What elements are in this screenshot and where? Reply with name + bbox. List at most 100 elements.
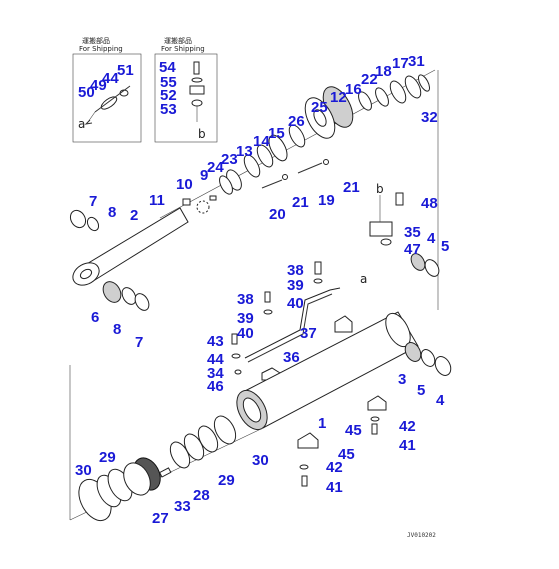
bolt-48-part (395, 192, 404, 206)
washer-21a-part (282, 174, 288, 180)
label-44: 44 (207, 351, 224, 368)
label-26: 26 (288, 113, 305, 130)
bushing-3-part (404, 342, 422, 362)
letter-a-pipe: a (360, 272, 367, 286)
label-9: 9 (200, 167, 208, 184)
label-40-top: 40 (287, 295, 304, 312)
label-3: 3 (398, 371, 406, 388)
label-55: 55 (160, 74, 177, 91)
label-47: 47 (404, 241, 421, 258)
bolt-38a-part (314, 261, 322, 275)
seal-5b-part (420, 349, 436, 367)
label-19: 19 (318, 192, 335, 209)
bolt-shaft (94, 85, 131, 113)
piston-rod (69, 198, 191, 311)
washer-44-part (231, 353, 241, 359)
label-29-right: 29 (218, 472, 235, 489)
letter-b-pipe: b (376, 182, 384, 196)
inset-left-caption-en: For Shipping (79, 45, 123, 53)
bolt-41a-part (371, 423, 378, 435)
head-bore (313, 109, 327, 127)
collar-part (100, 96, 118, 110)
label-1: 1 (318, 415, 326, 432)
ring-part (191, 99, 203, 107)
ring-29d-part (197, 425, 219, 453)
ring-15-part (268, 134, 288, 162)
label-31: 31 (408, 53, 425, 70)
label-49: 49 (90, 77, 107, 94)
label-50: 50 (78, 84, 95, 101)
bolt-20 (261, 179, 283, 189)
label-7-bottom: 7 (135, 334, 143, 351)
seal-8b-part (121, 287, 137, 305)
clamp-45a-part (297, 432, 319, 449)
dust-seal-part (404, 75, 422, 99)
label-52: 52 (160, 87, 177, 104)
screw-11-part (182, 198, 191, 206)
label-16: 16 (345, 81, 362, 98)
seal-4b-part (434, 356, 452, 376)
inset-left-frame (72, 53, 142, 143)
label-39-mid: 39 (237, 310, 254, 327)
label-42-right: 42 (399, 418, 416, 435)
washer-39b-part (263, 309, 273, 315)
label-27: 27 (152, 510, 169, 527)
label-7-top: 7 (89, 193, 97, 210)
drawing-code: JV010202 (407, 532, 436, 539)
label-5-bottom: 5 (417, 382, 425, 399)
label-37: 37 (300, 325, 317, 342)
label-25: 25 (311, 99, 328, 116)
label-23: 23 (221, 151, 238, 168)
piston-parts (78, 415, 237, 522)
oring-34-part (234, 369, 242, 375)
ring-13-part (243, 154, 261, 178)
washer-part (191, 77, 203, 83)
bottom-callouts: 29 30 27 33 28 29 30 (75, 449, 269, 527)
label-8-top: 8 (108, 204, 116, 221)
bolt-43-part (231, 333, 238, 345)
label-43: 43 (207, 333, 224, 350)
label-13: 13 (236, 143, 253, 160)
ring-10-part (196, 200, 210, 214)
label-39-top: 39 (287, 277, 304, 294)
label-21-right: 21 (343, 179, 360, 196)
piping: a (231, 261, 367, 381)
right-mid-callouts: 3 5 4 1 42 41 45 45 42 41 (318, 371, 445, 496)
inset-right-caption-jp: 運搬部品 (164, 36, 192, 45)
seal-7b-part (134, 293, 150, 311)
cylinder-tube (69, 311, 452, 521)
bolt-38b-part (264, 291, 271, 303)
label-44: 44 (102, 70, 119, 87)
clamp-37-part (334, 315, 353, 333)
snap-ring-part (389, 80, 407, 104)
left-callouts: 7 8 2 6 8 7 (89, 193, 143, 351)
right-top-parts: b 48 35 47 4 5 (369, 182, 449, 277)
label-35: 35 (404, 224, 421, 241)
ring-24-part (219, 175, 233, 195)
label-38-top: 38 (287, 262, 304, 279)
inset-left-caption-jp: 運搬部品 (82, 36, 110, 45)
seal-8a-part (86, 216, 100, 232)
label-42-left: 42 (326, 459, 343, 476)
label-34: 34 (207, 365, 224, 382)
label-45-left: 45 (338, 446, 355, 463)
oring-47-part (380, 238, 392, 246)
ring-30b-part (213, 415, 237, 445)
washer-39a-part (313, 278, 323, 284)
inset-right-caption-en: For Shipping (161, 45, 205, 53)
piston-27-face (123, 462, 151, 496)
block-part (189, 85, 205, 95)
bushing-part (358, 91, 372, 111)
label-45-right: 45 (345, 422, 362, 439)
label-15: 15 (268, 125, 285, 142)
pipe-main (244, 287, 341, 359)
arrow-a-icon (84, 119, 93, 125)
label-5-top: 5 (441, 238, 449, 255)
clamp-45b-part (367, 395, 387, 411)
label-28: 28 (193, 487, 210, 504)
bushing-6-part (102, 281, 122, 303)
washer-42a-part (370, 416, 380, 422)
rod-eye-bore (79, 268, 93, 280)
bushing-4-part (410, 253, 426, 271)
